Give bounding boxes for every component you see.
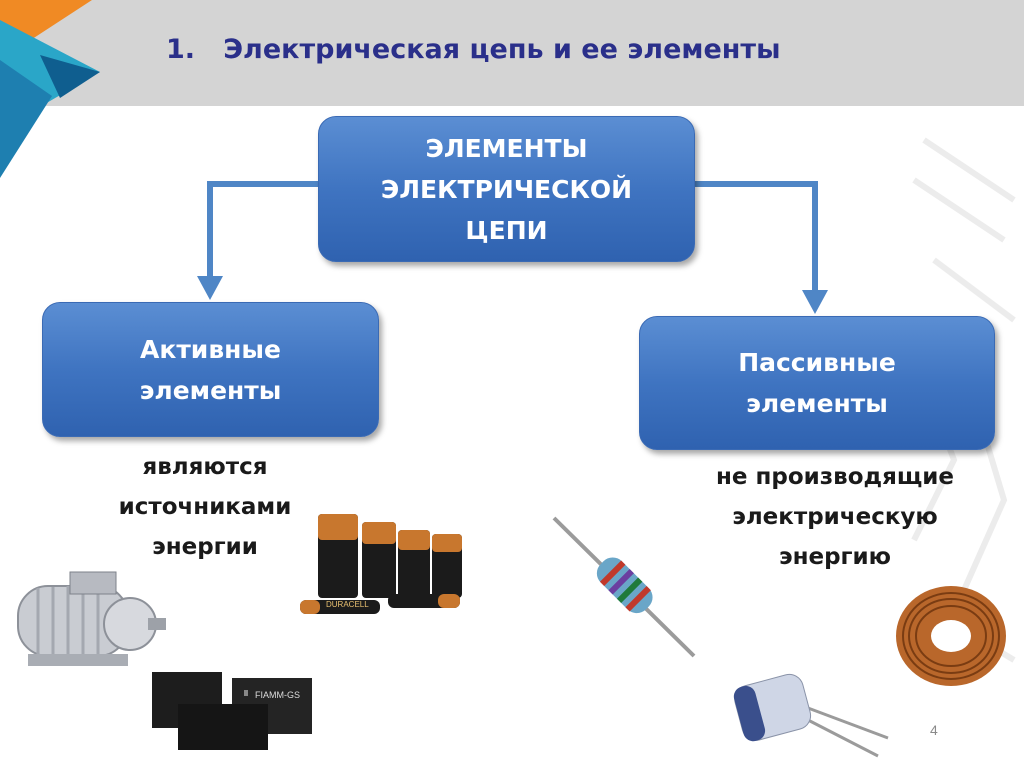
main-box-line-1: ЭЛЕМЕНТЫ xyxy=(425,133,588,163)
passive-caption-line-2: электрическую xyxy=(732,504,938,530)
passive-caption-line-1: не производящие xyxy=(716,464,954,490)
resistor-icon xyxy=(552,516,696,658)
logo-icon xyxy=(0,0,100,178)
passive-elements-box: Пассивные элементы xyxy=(639,316,995,450)
active-caption-line-3: энергии xyxy=(152,534,258,560)
connector-left xyxy=(207,181,320,282)
page-number: 4 xyxy=(930,722,938,738)
agm-battery-icon xyxy=(152,672,312,750)
arrowhead-right xyxy=(802,290,828,314)
connector-right xyxy=(693,181,818,295)
slide-title: 1. Электрическая цепь и ее элементы xyxy=(166,34,781,65)
main-box-line-3: ЦЕПИ xyxy=(465,215,548,245)
arrowhead-left xyxy=(197,276,223,300)
batteries-icon xyxy=(300,514,462,614)
slide-header: 1. Электрическая цепь и ее элементы xyxy=(0,0,1024,178)
active-elements-box: Активные элементы xyxy=(42,302,379,437)
main-elements-box: ЭЛЕМЕНТЫ ЭЛЕКТРИЧЕСКОЙ ЦЕПИ xyxy=(318,116,695,262)
agm-battery-label: FIAMM-GS xyxy=(255,690,300,700)
capacitor-icon xyxy=(733,673,889,758)
main-box-line-2: ЭЛЕКТРИЧЕСКОЙ xyxy=(380,174,633,204)
passive-caption: не производящие электрическую энергию xyxy=(680,457,990,577)
battery-brand-label: DURACELL xyxy=(326,600,369,609)
active-caption-line-1: являются xyxy=(142,454,268,480)
electric-motor-icon xyxy=(17,571,166,666)
active-caption: являются источниками энергии xyxy=(70,447,340,567)
passive-box-line-1: Пассивные xyxy=(738,348,896,377)
active-caption-line-2: источниками xyxy=(118,494,292,520)
passive-box-line-2: элементы xyxy=(746,389,888,418)
active-box-line-1: Активные xyxy=(140,334,281,364)
passive-caption-line-3: энергию xyxy=(778,544,892,570)
active-box-line-2: элементы xyxy=(139,375,282,405)
toroid-inductor-icon xyxy=(896,586,1006,686)
